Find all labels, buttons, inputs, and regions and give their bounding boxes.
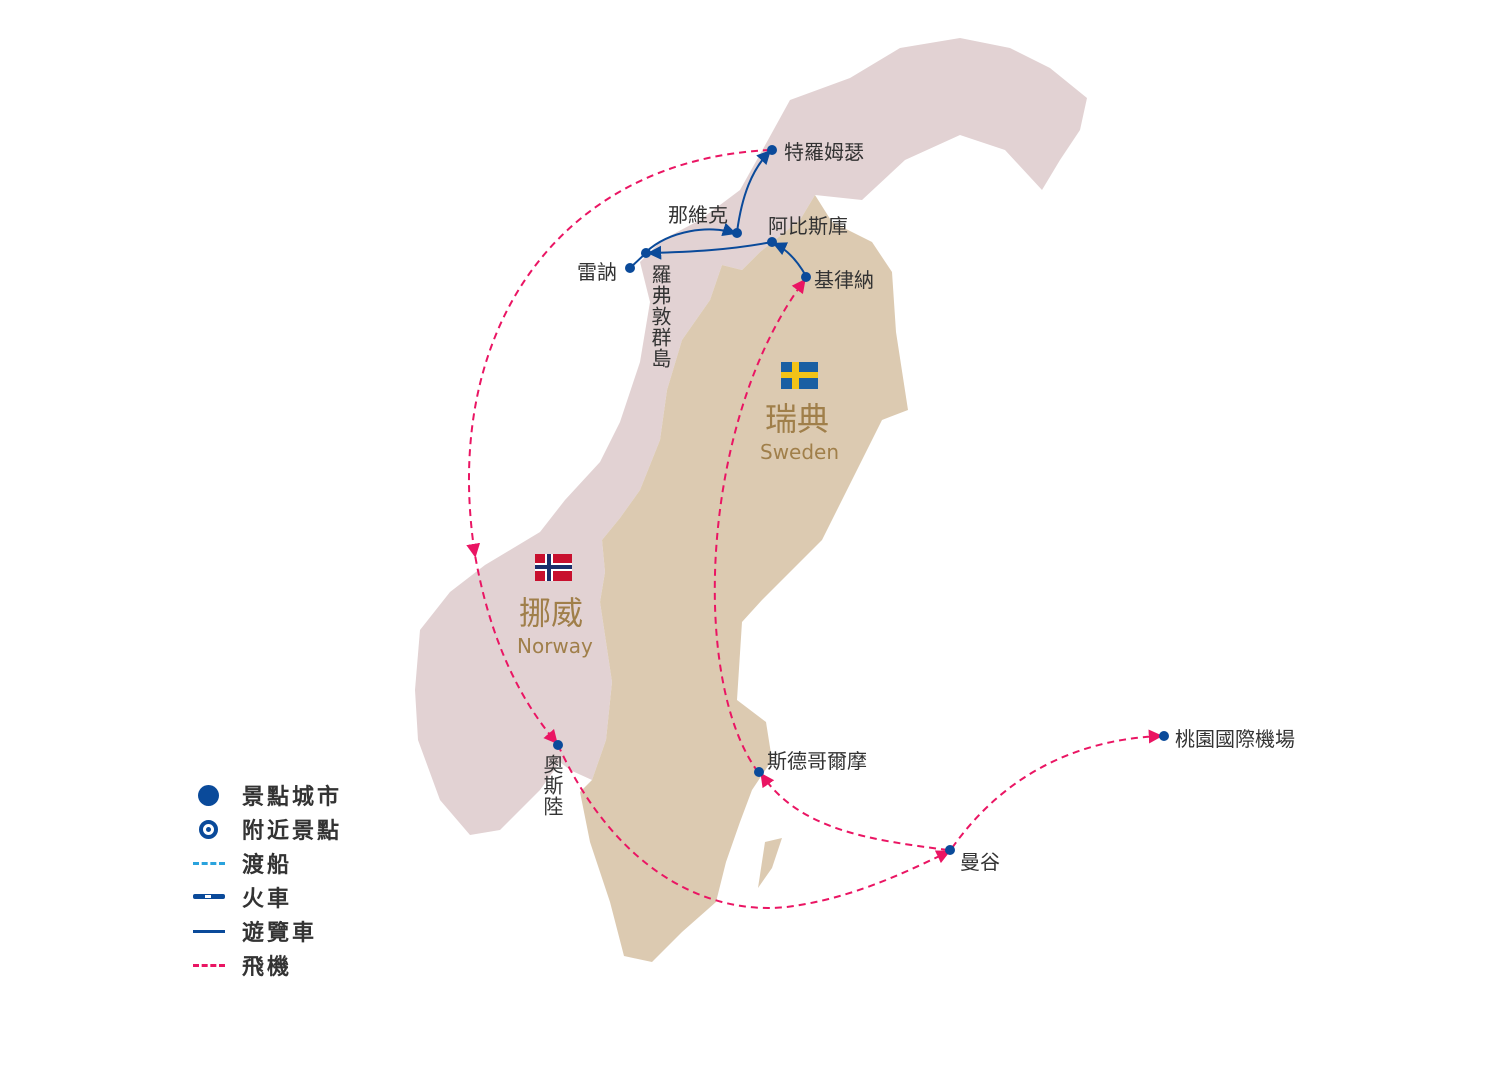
city-dot-bangkok[interactable]: [945, 845, 955, 855]
bus-route-abisko-lofoten: [647, 241, 773, 260]
flight-route-tromso-oslo: [466, 149, 771, 745]
legend-item-ferry: 渡船: [190, 846, 342, 880]
sweden-land: [580, 195, 908, 962]
city-dot-reine[interactable]: [625, 263, 635, 273]
label-taoyuan: 桃園國際機場: [1175, 727, 1295, 751]
legend-label: 遊覽車: [242, 921, 318, 946]
label-bangkok: 曼谷: [960, 850, 1000, 874]
legend-label: 景點城市: [242, 785, 343, 810]
flight-route-bangkok-taoyuan: [951, 729, 1163, 849]
legend-label: 火車: [242, 887, 293, 912]
legend-item-city: 景點城市: [190, 778, 342, 812]
label-tromso: 特羅姆瑟: [784, 140, 864, 164]
label-lofoten: 羅弗敦群島: [648, 264, 672, 369]
country-name-norway-en: Norway: [517, 634, 593, 658]
label-narvik: 那維克: [668, 203, 728, 227]
city-dot-taoyuan[interactable]: [1159, 731, 1169, 741]
bus-route-lofoten-narvik: [645, 222, 737, 253]
legend-item-flight: 飛機: [190, 948, 342, 982]
filled-dot-icon: [190, 785, 230, 806]
label-abisko: 阿比斯庫: [768, 214, 848, 238]
city-dot-narvik[interactable]: [732, 228, 742, 238]
city-dot-kiruna[interactable]: [801, 272, 811, 282]
legend-item-nearby: 附近景點: [190, 812, 342, 846]
city-dot-oslo[interactable]: [553, 740, 563, 750]
bus-line-icon: [190, 921, 230, 941]
norway-flag-icon: [535, 554, 572, 581]
map-legend: 景點城市 附近景點 渡船 火車 遊覽車 飛機: [190, 778, 342, 982]
train-line-icon: [190, 887, 230, 907]
bus-route-narvik-tromso: [736, 149, 771, 233]
label-reine: 雷訥: [577, 260, 617, 284]
country-name-sweden-zh: 瑞典: [765, 400, 830, 438]
sweden-flag-icon: [781, 362, 818, 389]
ferry-line-icon: [190, 853, 230, 873]
city-dot-tromso[interactable]: [767, 145, 777, 155]
label-oslo: 奧斯陸: [540, 754, 564, 817]
city-dot-stockholm[interactable]: [754, 767, 764, 777]
gotland-island: [758, 838, 782, 888]
flight-route-bangkok-stockholm: [760, 772, 949, 851]
legend-label: 飛機: [242, 955, 293, 980]
legend-label: 附近景點: [242, 819, 343, 844]
label-kiruna: 基律納: [814, 268, 874, 292]
flight-route-stockholm-kiruna: [713, 278, 806, 773]
legend-label: 渡船: [242, 853, 293, 878]
legend-item-train: 火車: [190, 880, 342, 914]
city-dot-abisko[interactable]: [767, 237, 777, 247]
norway-land: [415, 38, 1087, 835]
city-dot-lofoten[interactable]: [641, 248, 651, 258]
country-name-norway-zh: 挪威: [519, 594, 584, 632]
ring-dot-icon: [190, 819, 230, 839]
flight-line-icon: [190, 955, 230, 975]
legend-item-bus: 遊覽車: [190, 914, 342, 948]
country-name-sweden-en: Sweden: [760, 440, 840, 464]
label-stockholm: 斯德哥爾摩: [767, 749, 867, 773]
